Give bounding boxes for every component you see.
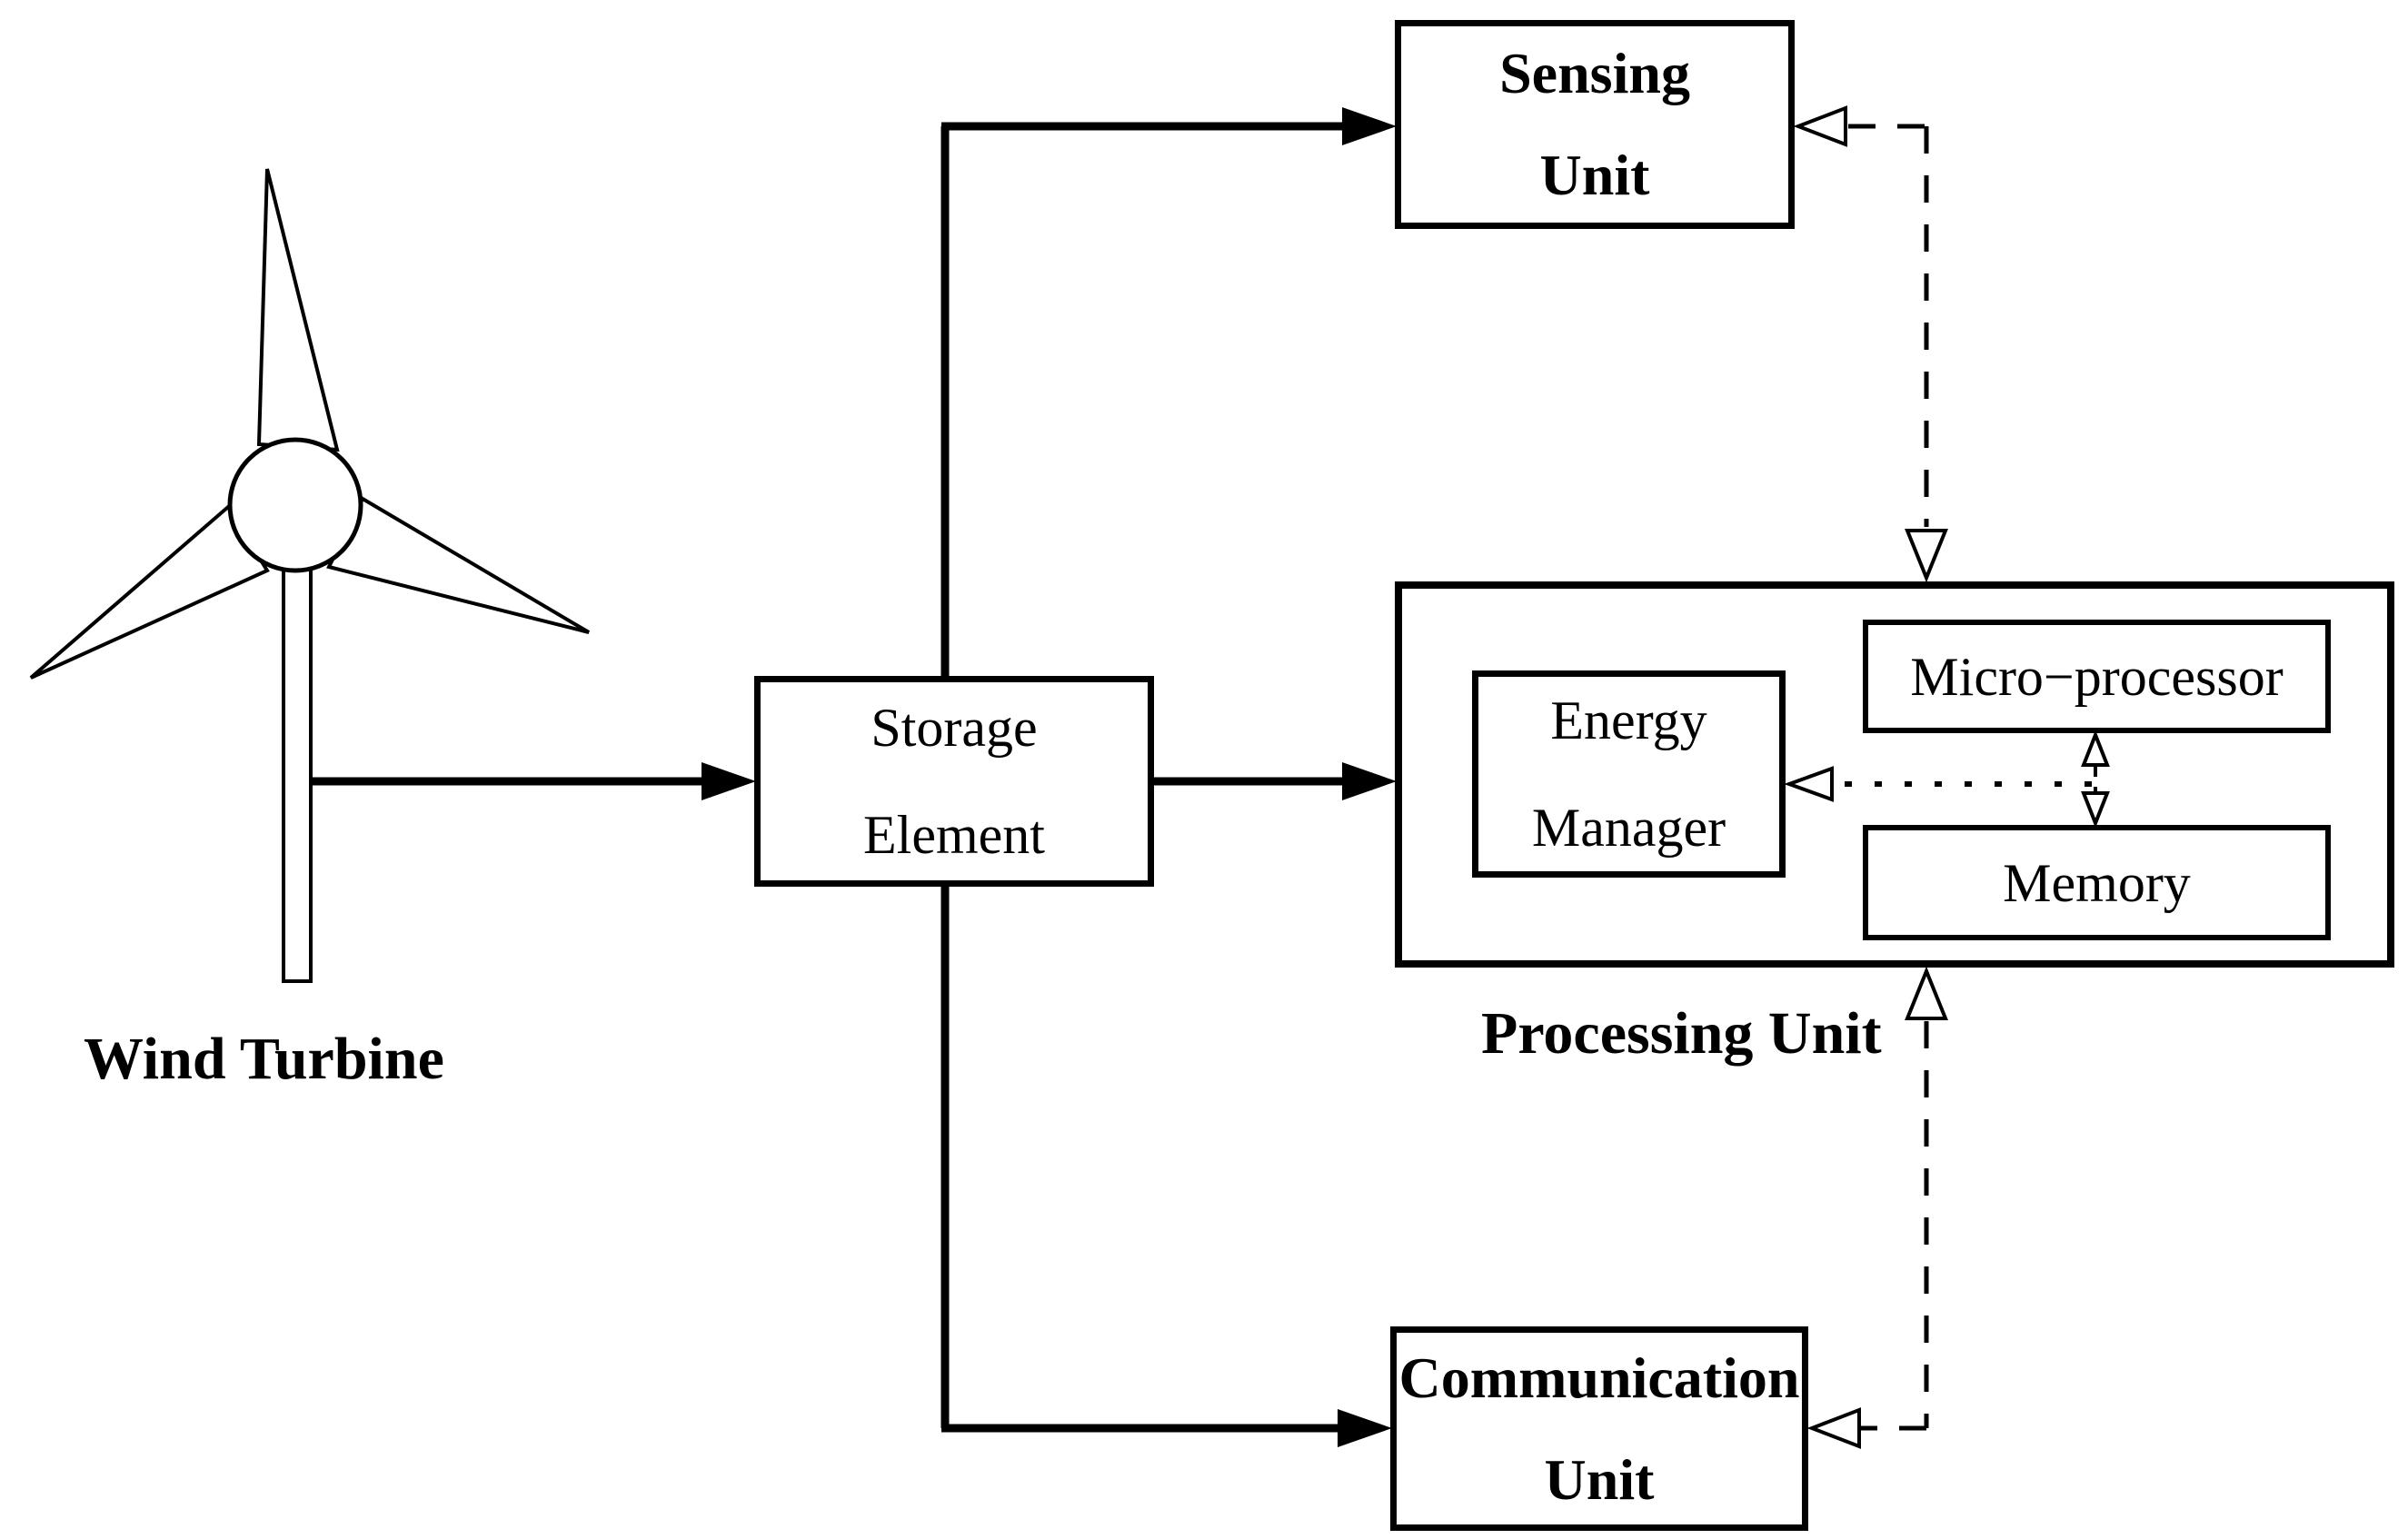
communication-unit-box: Communication Unit [1390,1326,1808,1531]
memory-label: Memory [2003,852,2191,913]
storage-element-label-line2: Element [863,805,1045,865]
arrow-bus-to-sensing [941,107,1397,145]
turbine-pole [282,543,313,983]
communication-unit-label-line1: Communication [1398,1345,1800,1410]
storage-element-label-line1: Storage [871,698,1038,758]
turbine-blade-right [326,496,591,634]
dashed-link-micro-memory [2081,730,2110,829]
turbine-blade-left [29,503,270,680]
arrow-storage-to-processing [1154,762,1397,800]
sensing-unit-box: Sensing Unit [1395,20,1795,229]
processing-unit-label: Processing Unit [1481,1000,1882,1067]
energy-manager-box: Energy Manager [1472,670,1786,878]
storage-element-box: Storage Element [754,676,1154,887]
turbine-blade-up [256,168,340,452]
arrow-turbine-to-storage [311,762,756,800]
communication-unit-label-line2: Unit [1544,1446,1655,1512]
wind-turbine-drawing [29,168,591,983]
dashed-link-communication-processing [1806,966,1948,1449]
dashed-link-sensing-processing [1793,105,1948,583]
wind-turbine-label: Wind Turbine [84,1026,444,1092]
energy-manager-label-line2: Manager [1531,798,1726,858]
memory-box: Memory [1863,825,2331,940]
dotted-link-to-energy-manager [1784,766,2092,802]
sensing-unit-label-line1: Sensing [1499,41,1690,105]
arrow-bus-to-communication [941,1409,1392,1447]
micro-processor-box: Micro−processor [1863,620,2331,733]
turbine-hub [227,437,363,573]
energy-manager-label-line1: Energy [1550,690,1707,750]
processing-unit-box [1395,581,2394,968]
sensing-unit-label-line2: Unit [1539,143,1650,207]
micro-processor-label: Micro−processor [1910,646,2284,707]
